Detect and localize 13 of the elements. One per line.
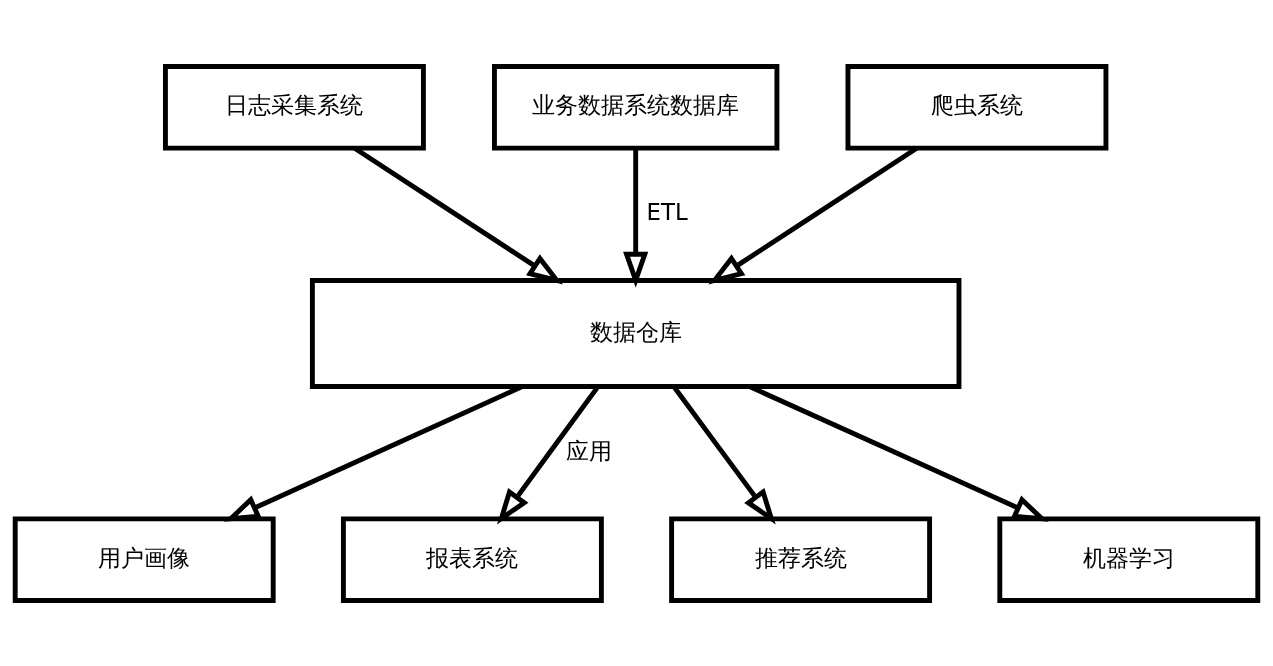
arrow bbox=[749, 384, 1049, 522]
node-box: 推荐系统 bbox=[669, 515, 933, 603]
node-box: 报表系统 bbox=[340, 515, 604, 603]
node-box: 机器学习 bbox=[997, 515, 1261, 603]
node-box: 爬虫系统 bbox=[845, 63, 1109, 151]
arrow bbox=[623, 147, 649, 288]
edge-label: ETL bbox=[646, 198, 688, 225]
node-box: 业务数据系统数据库 bbox=[492, 63, 780, 151]
node-box: 日志采集系统 bbox=[163, 63, 426, 151]
node-box: 用户画像 bbox=[12, 515, 276, 603]
node-box: 数据仓库 bbox=[309, 277, 962, 389]
arrow bbox=[223, 384, 523, 522]
edge-label: 应用 bbox=[565, 437, 612, 464]
